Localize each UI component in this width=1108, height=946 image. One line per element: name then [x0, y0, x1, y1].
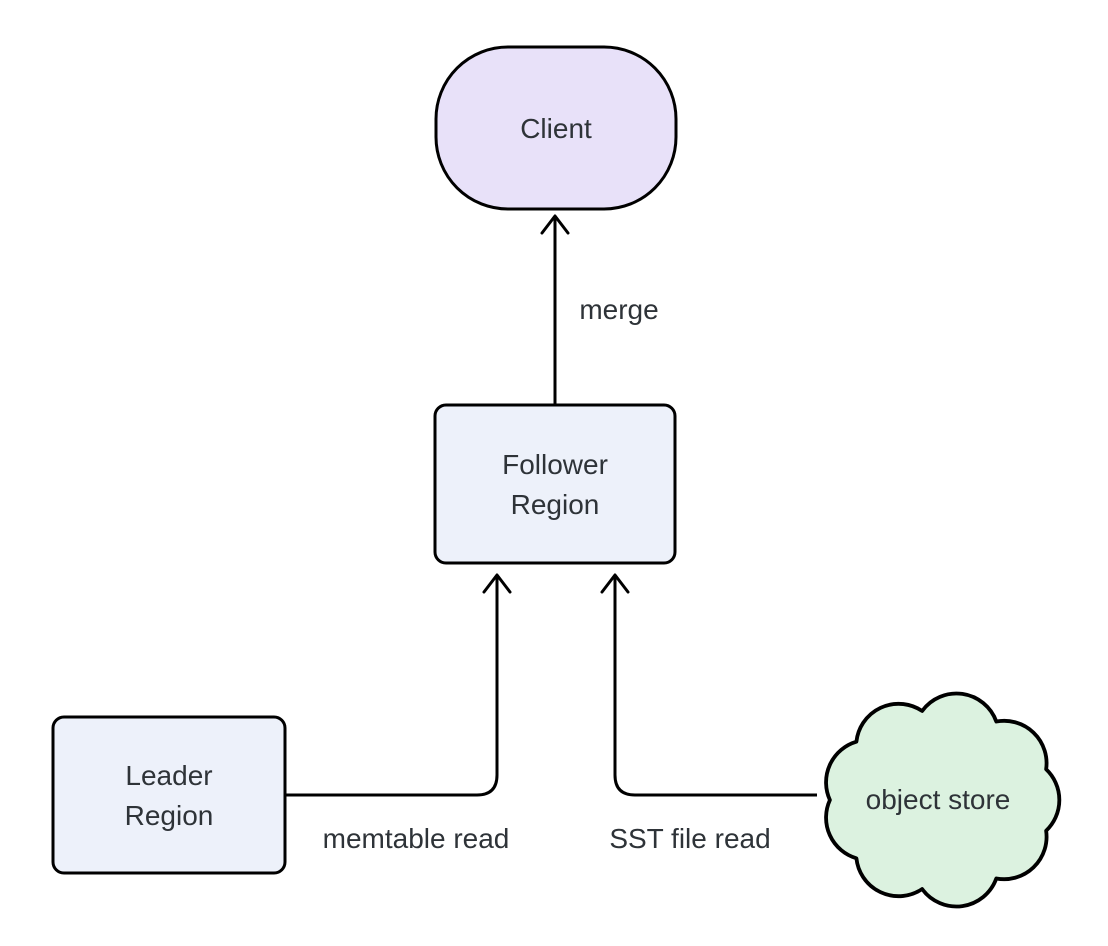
edge-memtable-read-line: [286, 576, 499, 797]
follower-region-node-label: Follower Region: [502, 445, 608, 525]
edge-sst-file-read-line: [613, 576, 817, 797]
leader-region-label-line2: Region: [124, 800, 214, 831]
leader-region-label-line1: Leader: [125, 760, 213, 791]
edge-label-sst-file-read: SST file read: [609, 823, 771, 854]
leader-region-node: [51, 715, 287, 875]
follower-region-node: [433, 403, 677, 565]
edge-sst-file-read-arrowhead-icon: [600, 573, 630, 594]
follower-region-label-line1: Follower: [502, 449, 608, 480]
object-store-node-label: object store: [865, 784, 1011, 815]
object-store-cloud: [824, 691, 1062, 909]
follower-region-label-line2: Region: [510, 489, 600, 520]
client-node-label: Client: [520, 113, 592, 144]
edge-merge-arrowhead-icon: [540, 214, 570, 235]
edge-label-memtable-read: memtable read: [322, 823, 510, 854]
edge-memtable-read-arrowhead-icon: [482, 573, 512, 594]
client-node: [434, 45, 678, 211]
edge-label-merge: merge: [579, 294, 659, 325]
leader-region-node-label: Leader Region: [125, 756, 214, 836]
